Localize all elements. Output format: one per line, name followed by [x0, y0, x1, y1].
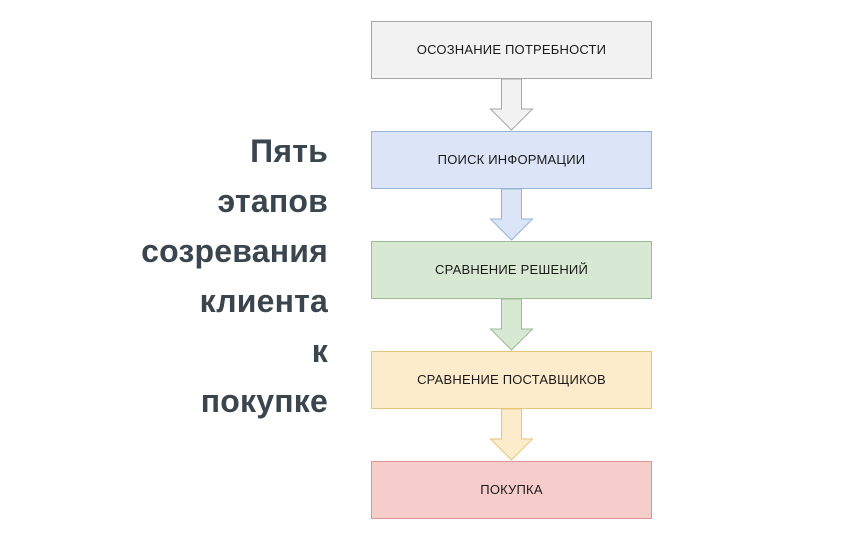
flow-stage-2[interactable]: ПОИСК ИНФОРМАЦИИ	[371, 131, 652, 189]
flow-stage-label-2: ПОИСК ИНФОРМАЦИИ	[437, 152, 586, 167]
flow-arrow-3-to-4	[371, 299, 652, 351]
flow-stage-box-3[interactable]: СРАВНЕНИЕ РЕШЕНИЙ	[371, 241, 652, 299]
process-flow: ОСОЗНАНИЕ ПОТРЕБНОСТИ ПОИСК ИНФОРМАЦИИ С…	[371, 21, 652, 519]
flow-stage-label-5: ПОКУПКА	[480, 482, 543, 497]
flow-stage-4[interactable]: СРАВНЕНИЕ ПОСТАВЩИКОВ	[371, 351, 652, 409]
flow-stage-5[interactable]: ПОКУПКА	[371, 461, 652, 519]
flow-arrow-2-to-3	[371, 189, 652, 241]
flow-stage-box-5[interactable]: ПОКУПКА	[371, 461, 652, 519]
flow-arrow-1-to-2	[371, 79, 652, 131]
flow-stage-label-1: ОСОЗНАНИЕ ПОТРЕБНОСТИ	[416, 42, 607, 57]
flow-stage-1[interactable]: ОСОЗНАНИЕ ПОТРЕБНОСТИ	[371, 21, 652, 79]
flow-stage-label-3: СРАВНЕНИЕ РЕШЕНИЙ	[434, 262, 588, 277]
flow-arrow-4-to-5	[371, 409, 652, 461]
flow-stage-box-1[interactable]: ОСОЗНАНИЕ ПОТРЕБНОСТИ	[371, 21, 652, 79]
flow-stage-label-4: СРАВНЕНИЕ ПОСТАВЩИКОВ	[417, 372, 606, 387]
page-title: Пять этапов созревания клиента к покупке	[141, 133, 328, 419]
flow-stage-box-4[interactable]: СРАВНЕНИЕ ПОСТАВЩИКОВ	[371, 351, 652, 409]
flow-stage-box-2[interactable]: ПОИСК ИНФОРМАЦИИ	[371, 131, 652, 189]
flow-stage-3[interactable]: СРАВНЕНИЕ РЕШЕНИЙ	[371, 241, 652, 299]
